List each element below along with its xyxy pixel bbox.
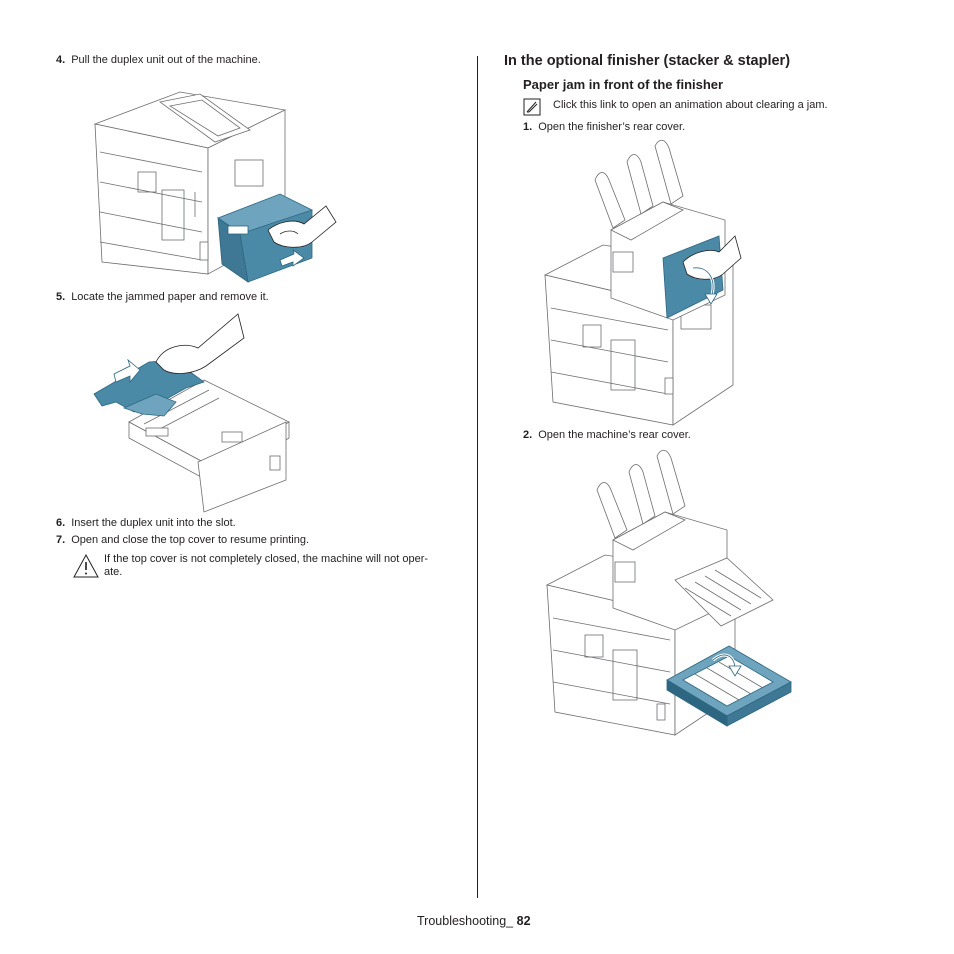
step-6: 6.Insert the duplex unit into the slot.: [56, 517, 236, 529]
note-pencil-icon: [523, 98, 541, 116]
column-divider: [477, 56, 478, 898]
animation-link[interactable]: Click this link to open an animation abo…: [553, 99, 828, 111]
section-title: In the optional finisher (stacker & stap…: [504, 53, 791, 69]
page-footer: Troubleshooting_ 82: [417, 914, 531, 928]
caution-triangle-icon: [73, 553, 99, 578]
illustration-remove-paper: [93, 313, 290, 513]
step-1: 1.Open the finisher’s rear cover.: [523, 121, 686, 133]
subsection-title: Paper jam in front of the finisher: [523, 77, 724, 92]
step-4: 4.Pull the duplex unit out of the machin…: [56, 54, 261, 66]
illustration-machine-rear-cover: [545, 449, 792, 736]
page-number: 82: [516, 914, 531, 928]
illustration-finisher-rear-cover: [543, 139, 742, 426]
step-2: 2.Open the machine’s rear cover.: [523, 429, 691, 441]
step-5: 5.Locate the jammed paper and remove it.: [56, 291, 269, 303]
illustration-pull-duplex: [93, 91, 337, 283]
step-7: 7.Open and close the top cover to resume…: [56, 534, 310, 546]
caution-note: If the top cover is not completely close…: [104, 553, 429, 578]
